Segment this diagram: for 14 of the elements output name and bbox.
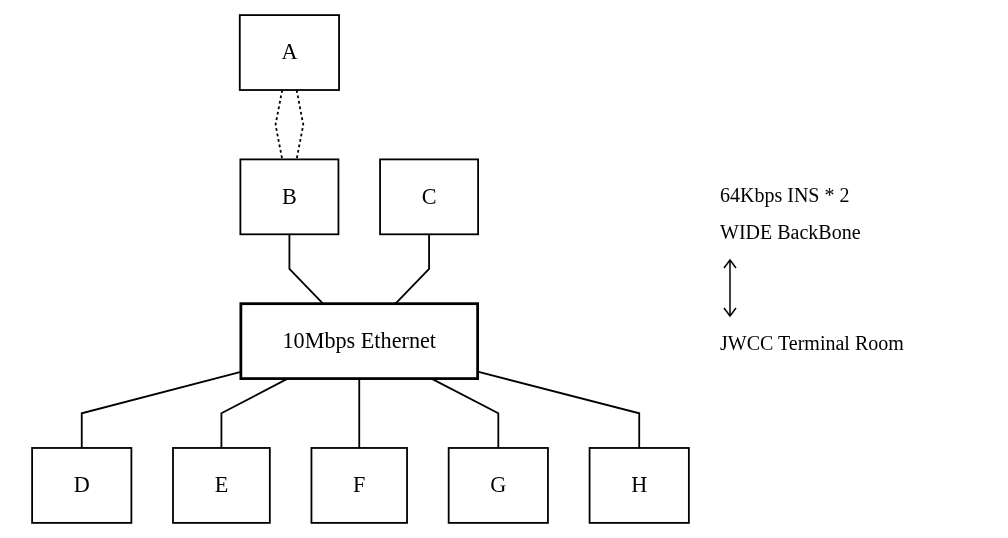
node-box: D [30,447,132,524]
node-box: E [171,447,271,524]
node-box: A [238,14,340,91]
node-box: B [239,158,339,236]
link-label: 64Kbps INS * 2 [720,183,850,207]
connector [295,89,304,161]
node-box: F [310,447,408,524]
node-box: G [447,447,549,524]
node-box: C [378,158,479,236]
zone-label: WIDE BackBone [720,220,861,244]
node-box: H [588,447,690,524]
zone-label: JWCC Terminal Room [720,331,904,355]
node-box: 10Mbps Ethernet [239,302,479,380]
connector [274,89,283,161]
